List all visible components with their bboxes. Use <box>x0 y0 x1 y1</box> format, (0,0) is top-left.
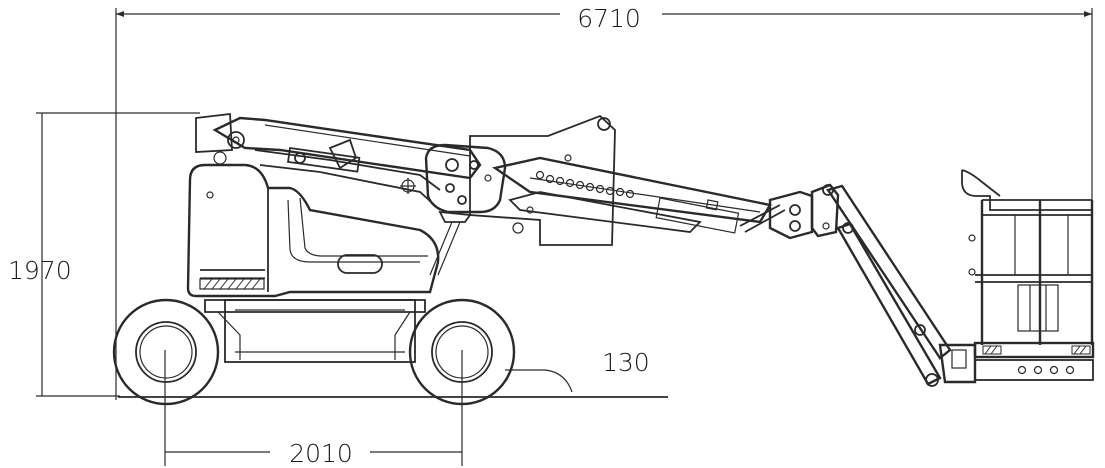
dimension-overall-length: 6710 <box>115 4 1093 400</box>
wheelbase-label: 2010 <box>289 439 353 468</box>
boom-lift-machine <box>112 112 1095 406</box>
turntable-plate <box>469 114 616 246</box>
dimension-ground-clearance: 130 <box>505 348 650 393</box>
jib-arm <box>826 184 952 387</box>
boom-knuckle <box>424 143 507 276</box>
overall-length-label: 6710 <box>577 4 641 33</box>
dimension-height: 1970 <box>8 112 200 397</box>
lower-boom <box>212 116 482 211</box>
turret-body <box>186 151 440 298</box>
jib-head <box>739 183 840 240</box>
dimension-wheelbase: 2010 <box>164 350 463 468</box>
front-wheel <box>112 298 220 406</box>
chassis <box>204 299 426 363</box>
rear-wheel <box>408 298 516 406</box>
platform-basket <box>938 169 1095 384</box>
energy-chain <box>535 170 635 199</box>
ground-clearance-label: 130 <box>602 348 650 377</box>
height-label: 1970 <box>8 256 72 285</box>
rear-plate <box>195 112 233 153</box>
